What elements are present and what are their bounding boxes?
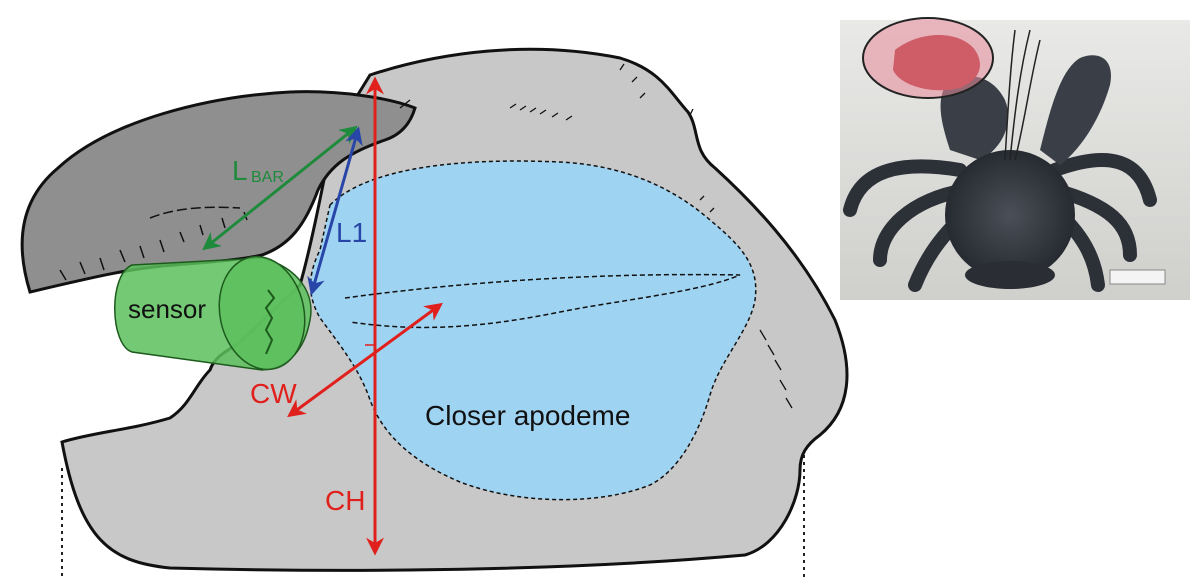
l1-label: L1 — [336, 217, 367, 248]
cw-label: CW — [250, 378, 297, 409]
ch-cw-right-angle — [365, 335, 376, 346]
lbar-subscript: BAR — [251, 169, 284, 186]
l1-arrow — [307, 126, 363, 296]
cw-arrow — [287, 302, 443, 418]
claw-hatching — [399, 63, 793, 409]
ch-label: CH — [325, 485, 365, 516]
coconut-crab-photo — [840, 20, 1190, 300]
apodeme-label: Closer apodeme — [425, 400, 630, 431]
apodeme-inner-loop — [344, 273, 741, 329]
sensor-cylinder — [114, 255, 312, 371]
sensor-label: sensor — [128, 294, 206, 324]
dactyl-ridge — [149, 206, 241, 219]
claw-highlight-ellipse — [862, 17, 994, 99]
lbar-label: L — [232, 155, 248, 186]
